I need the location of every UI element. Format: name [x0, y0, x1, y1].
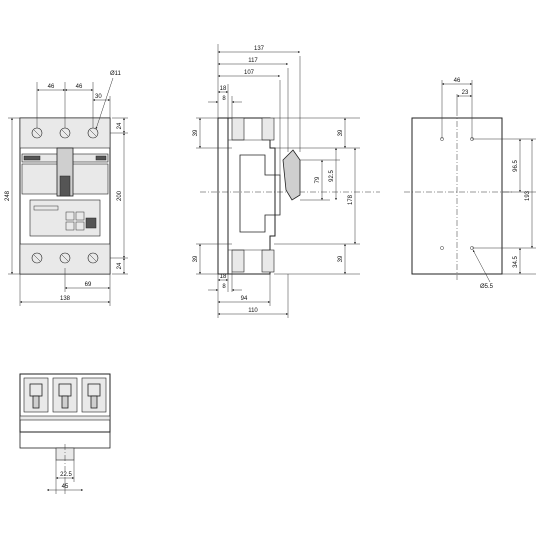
dim-side-18-bottom: 18	[220, 274, 227, 280]
dim-side-107: 107	[244, 70, 255, 76]
dim-mount-46: 46	[454, 78, 461, 84]
trip-dial-1	[65, 211, 75, 221]
dim-side-39-left-bottom: 39	[193, 255, 199, 262]
dim-front-200: 200	[117, 190, 123, 201]
dim-front-30: 30	[95, 94, 102, 100]
mounting-hole-bottom-left	[440, 246, 444, 250]
dim-mount-hole-dia: Ø5.5	[480, 284, 494, 290]
trip-dial-3	[65, 221, 75, 231]
dim-side-178: 178	[348, 194, 354, 205]
trip-unit-label	[33, 205, 59, 211]
dim-front-24-top: 24	[117, 122, 123, 129]
dim-side-137: 137	[254, 46, 265, 52]
mounting-view: 46 23 96.5 193 34.5 Ø5.5	[404, 78, 536, 290]
side-front-face	[239, 154, 281, 233]
dim-front-248: 248	[5, 190, 11, 201]
dim-front-46-right: 46	[76, 84, 83, 90]
trip-test-button	[85, 217, 97, 229]
dim-bottom-45: 45	[62, 484, 69, 490]
pole-2	[52, 377, 78, 413]
dim-front-138: 138	[60, 296, 71, 302]
side-bottom-terminal-cover	[261, 249, 275, 273]
side-top-terminal	[231, 117, 245, 141]
dim-front-hole-dia: Ø11	[110, 71, 122, 77]
side-bottom-terminal	[231, 249, 245, 273]
dim-mount-96-5: 96.5	[513, 160, 519, 172]
pole-1	[23, 377, 49, 413]
side-back-plate	[217, 117, 229, 275]
dim-side-39-right-top: 39	[338, 129, 344, 136]
bottom-rail	[19, 415, 111, 421]
dim-side-18-top: 18	[220, 86, 227, 92]
dim-mount-23: 23	[462, 90, 469, 96]
brand-logo	[23, 155, 41, 161]
dim-front-69: 69	[85, 282, 92, 288]
pole-3	[81, 377, 107, 413]
dim-side-117: 117	[248, 58, 258, 64]
rating-badge	[95, 155, 107, 161]
dim-mount-34-5: 34.5	[513, 256, 519, 268]
front-view: 46 46 30 Ø11 248 24 200 24 69 138	[5, 71, 128, 306]
dim-side-94: 94	[241, 296, 248, 302]
dim-side-110: 110	[248, 308, 258, 314]
bottom-view: 22.5 45	[19, 373, 111, 494]
dim-side-79: 79	[315, 176, 321, 183]
dim-mount-193: 193	[525, 190, 531, 201]
dim-side-39-left-top: 39	[193, 129, 199, 136]
dim-side-39-right-bottom: 39	[338, 255, 344, 262]
dim-front-24-bottom: 24	[117, 262, 123, 269]
side-handle	[282, 149, 301, 201]
side-view: 137 117 107 18 8 39 39 39 92.5 79	[193, 44, 380, 318]
handle-grip	[59, 175, 71, 197]
side-top-terminal-cover	[261, 117, 275, 141]
trip-dial-2	[75, 211, 85, 221]
dim-bottom-22-5: 22.5	[60, 472, 72, 478]
dim-side-8-bottom: 8	[222, 284, 226, 290]
dim-front-46-left: 46	[48, 84, 55, 90]
dim-side-92-5: 92.5	[329, 170, 335, 182]
trip-dial-4	[75, 221, 85, 231]
dim-side-8-top: 8	[222, 96, 226, 102]
